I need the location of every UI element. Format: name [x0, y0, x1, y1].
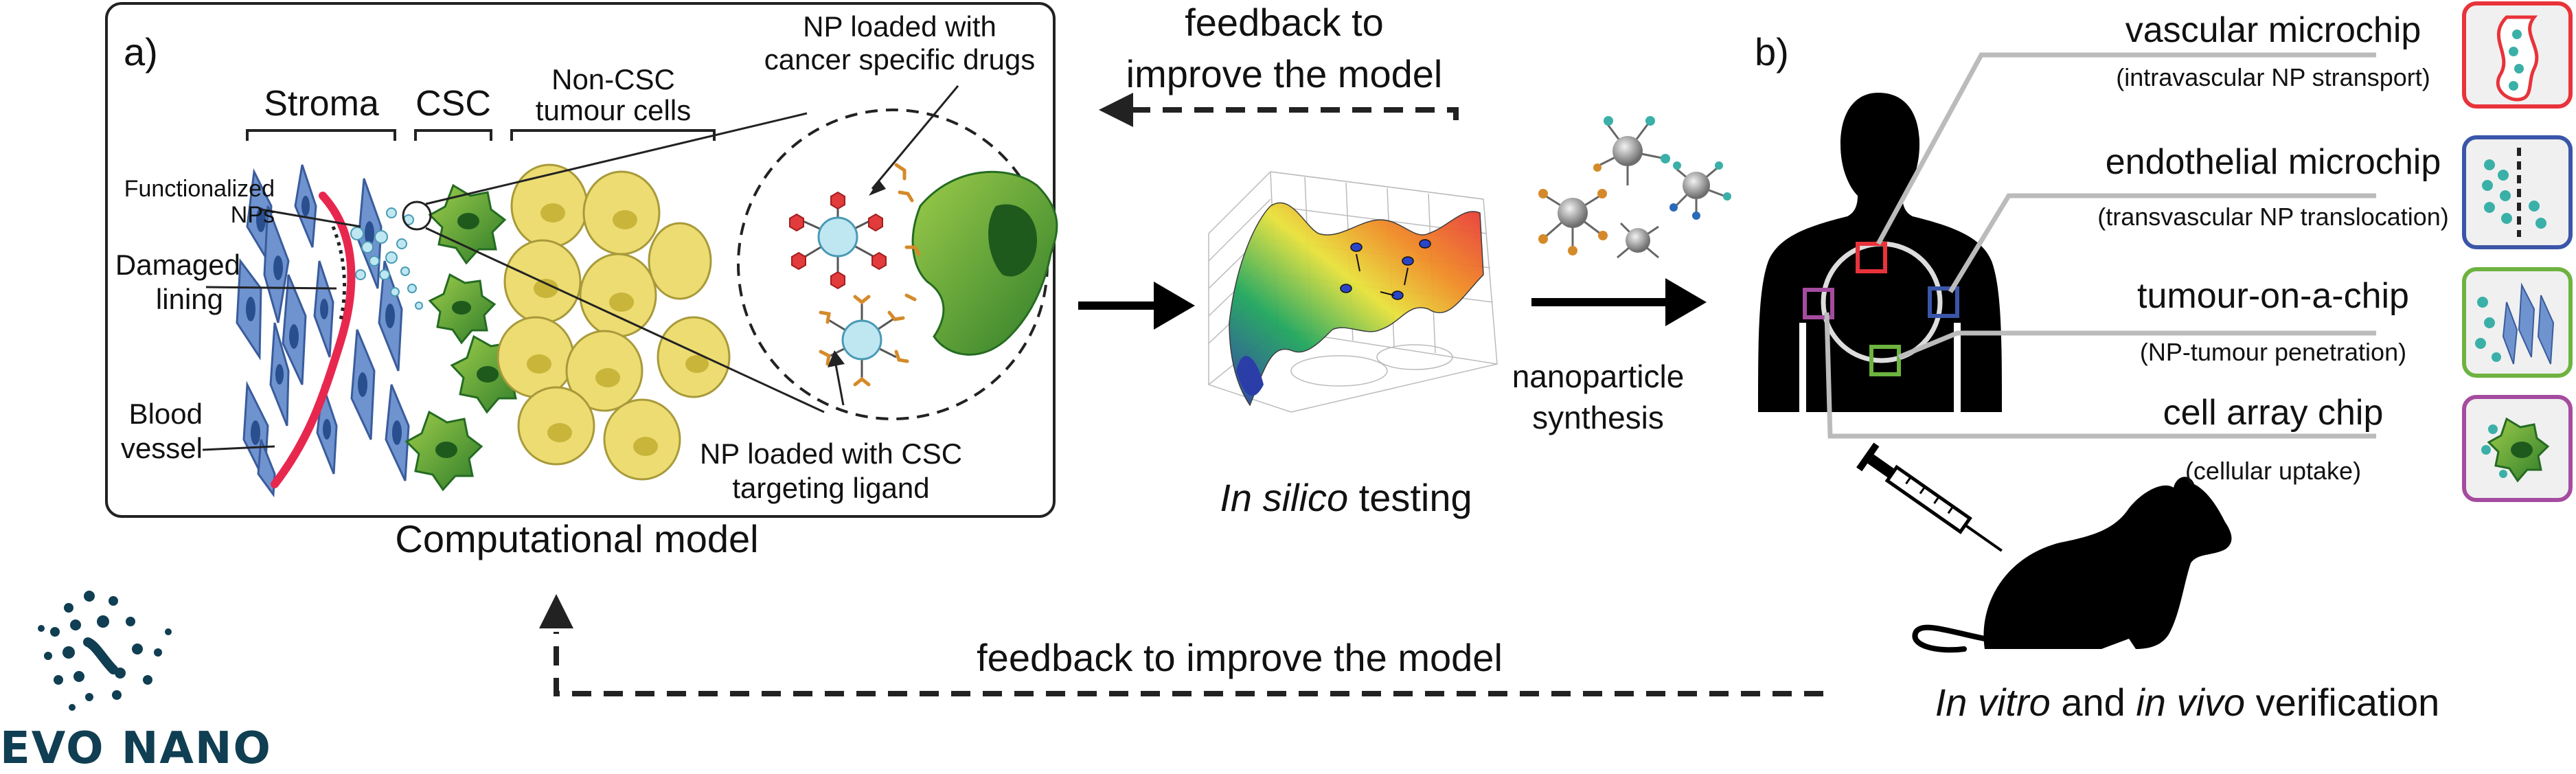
np-csc-ligand — [819, 163, 921, 387]
verification-rest: verification — [2245, 681, 2440, 724]
blood-vessel-line2: vessel — [120, 432, 203, 464]
chip-cell-array-subtitle: (cellular uptake) — [2185, 457, 2362, 485]
np-drugs-line2: cancer specific drugs — [764, 43, 1036, 76]
functionalized-nps-line1: Functionalized — [124, 176, 275, 202]
arrow-to-verification-head — [1665, 278, 1707, 326]
np-drug-loaded — [789, 191, 887, 290]
verification-italic-1: In vitro — [1935, 681, 2051, 724]
mouse-silhouette — [1912, 477, 2232, 653]
blood-vessel-line1: Blood — [128, 398, 203, 430]
chip-vascular-subtitle: (intravascular NP stransport) — [2116, 63, 2430, 91]
chip-tumour-title: tumour-on-a-chip — [2137, 276, 2409, 316]
panel-a-frame — [105, 2, 1056, 518]
panel-b-letter: b) — [1755, 30, 1789, 73]
body-chip-squares — [1803, 242, 1959, 376]
evo-nano-logo-icon — [38, 591, 172, 711]
zoom-lines — [402, 112, 825, 413]
synthesis-line2: synthesis — [1532, 400, 1664, 435]
syringe — [1856, 442, 2003, 552]
np-drugs-line1: NP loaded with — [803, 10, 996, 43]
non-csc-label-line2: tumour cells — [535, 94, 692, 126]
synthesized-nps — [1538, 116, 1731, 259]
feedback-top-arrow — [1126, 107, 1459, 120]
chip-cell-array-title: cell array chip — [2163, 393, 2384, 433]
panel-a-letter: a) — [124, 30, 158, 73]
chip-icon-cell-array — [2462, 395, 2573, 502]
verification-and: and — [2050, 681, 2136, 724]
pointer-arrowheads — [828, 180, 886, 367]
computational-model-caption: Computational model — [395, 517, 759, 560]
damaged-lining — [331, 226, 347, 323]
feedback-bottom-arrowhead — [539, 594, 573, 628]
in-silico-rest: testing — [1348, 476, 1472, 519]
damaged-lining-line1: Damaged — [115, 249, 240, 281]
chip-tumour-subtitle: (NP-tumour penetration) — [2139, 338, 2407, 366]
chip-icon-vascular — [2462, 1, 2573, 109]
feedback-bottom-arrow — [554, 632, 1823, 696]
synthesis-line1: nanoparticle — [1512, 358, 1685, 394]
human-silhouette — [1758, 93, 2002, 412]
stroma-label: Stroma — [264, 84, 379, 124]
damaged-lining-line2: lining — [155, 283, 223, 315]
feedback-bottom-label: feedback to improve the model — [977, 636, 1503, 679]
chip-vascular-title: vascular microchip — [2125, 10, 2421, 50]
verification-italic-2: in vivo — [2136, 681, 2246, 724]
blood-vessel — [271, 192, 356, 488]
non-csc-cells — [497, 163, 731, 481]
non-csc-nuclei — [527, 203, 709, 456]
functionalized-nps-line2: NPs — [230, 202, 275, 228]
chip-endothelial-subtitle: (transvascular NP translocation) — [2097, 203, 2449, 231]
csc-label: CSC — [415, 84, 491, 124]
functionalized-nps — [350, 207, 423, 310]
np-csc-line2: targeting ligand — [732, 472, 930, 504]
np-csc-line1: NP loaded with CSC — [699, 437, 963, 470]
verification-label: In vitro and in vivo verification — [1935, 683, 2440, 722]
feedback-top-line2: improve the model — [1126, 52, 1443, 95]
chip-icon-tumour — [2462, 267, 2573, 378]
evo-nano-logo-n — [83, 637, 118, 674]
arrow-to-insilico-head — [1154, 282, 1195, 330]
label-pointers — [202, 85, 959, 451]
surface-plot — [1208, 171, 1498, 413]
feedback-top-arrowhead — [1099, 93, 1133, 127]
stroma-nuclei — [246, 196, 402, 445]
feedback-top-line1: feedback to — [1185, 1, 1384, 44]
csc-nuclei — [435, 213, 499, 458]
chip-endothelial-title: endothelial microchip — [2105, 142, 2441, 182]
section-brackets — [246, 129, 716, 141]
non-csc-label-line1: Non-CSC — [551, 63, 675, 95]
evo-nano-logo-text: EVO NANO — [0, 723, 272, 774]
in-silico-label: In silico testing — [1220, 479, 1472, 517]
in-silico-italic: In silico — [1220, 476, 1349, 519]
chip-icon-endothelial — [2462, 135, 2573, 249]
chip-connectors — [1824, 52, 2376, 439]
